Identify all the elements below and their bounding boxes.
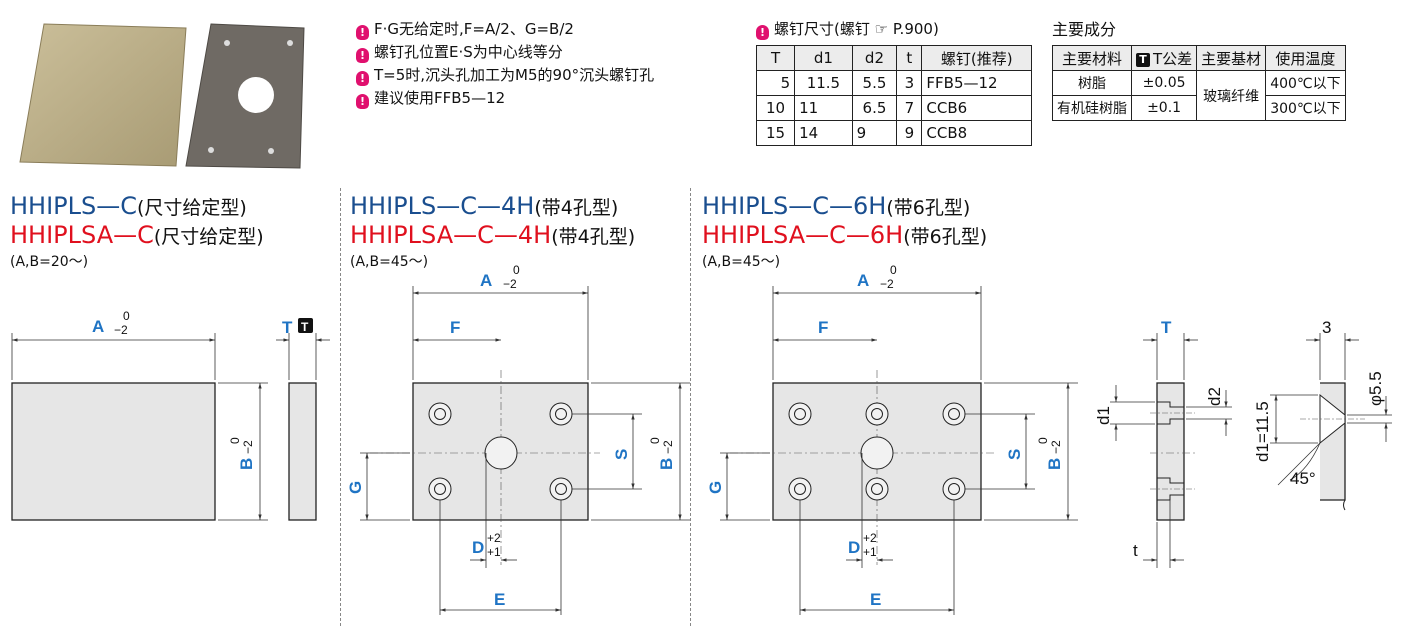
dim-a: A xyxy=(92,317,104,336)
svg-text:+1: +1 xyxy=(487,545,501,559)
hole xyxy=(549,402,573,426)
svg-text:−2: −2 xyxy=(661,440,675,454)
drawing-section-view: T d1 d2 t xyxy=(1094,318,1232,568)
drawing-4-hole-plate: A 0 −2 F S B 0 −2 G D +2 +1 E xyxy=(346,263,690,615)
series-3-title: HHIPLS—C—6H(带6孔型) HHIPLSA—C—6H(带6孔型) (A,… xyxy=(702,192,988,271)
svg-text:0: 0 xyxy=(228,437,242,444)
notes-list: !F·G无给定时,F=A/2、G=B/2 !螺钉孔位置E·S为中心线等分 !T=… xyxy=(356,18,654,110)
svg-text:3: 3 xyxy=(1322,318,1331,337)
svg-text:0: 0 xyxy=(890,263,897,277)
hole xyxy=(942,402,966,426)
svg-text:+1: +1 xyxy=(863,545,877,559)
hole xyxy=(428,477,452,501)
drawing-6-hole-plate: A 0 −2 F S B 0 −2 G D +2 +1 E xyxy=(706,263,1078,615)
svg-text:E: E xyxy=(870,590,881,609)
hole xyxy=(942,477,966,501)
hole xyxy=(428,402,452,426)
svg-text:45°: 45° xyxy=(1290,469,1316,488)
holed-plate-photo xyxy=(185,23,305,169)
note-item: !F·G无给定时,F=A/2、G=B/2 xyxy=(356,18,654,41)
svg-text:T: T xyxy=(301,320,309,334)
divider xyxy=(690,188,691,626)
divider xyxy=(340,188,341,626)
svg-text:B: B xyxy=(657,458,676,470)
dim-b: B xyxy=(237,458,256,470)
resin-plate-photo xyxy=(19,23,187,167)
product-photos xyxy=(19,23,305,169)
svg-text:D: D xyxy=(472,538,484,557)
table-row: 有机硅树脂±0.1 300℃以下 xyxy=(1052,95,1346,121)
svg-text:+2: +2 xyxy=(487,531,501,545)
svg-text:F: F xyxy=(818,318,828,337)
series-2-title: HHIPLS—C—4H(带4孔型) HHIPLSA—C—4H(带4孔型) (A,… xyxy=(350,192,636,271)
svg-text:φ5.5: φ5.5 xyxy=(1366,371,1385,406)
svg-text:A: A xyxy=(857,271,869,290)
hole xyxy=(865,402,889,426)
hole xyxy=(865,477,889,501)
svg-text:S: S xyxy=(1005,449,1024,460)
svg-text:B: B xyxy=(1045,458,1064,470)
svg-text:G: G xyxy=(346,481,365,494)
note-item: !建议使用FFB5—12 xyxy=(356,87,654,110)
note-item: !T=5时,沉头孔加工为M5的90°沉头螺钉孔 xyxy=(356,64,654,87)
t-badge-icon: T xyxy=(1136,52,1150,67)
hole xyxy=(549,477,573,501)
t-badge-icon xyxy=(298,318,313,333)
hole xyxy=(788,477,812,501)
svg-text:S: S xyxy=(612,449,631,460)
screw-table-title: 螺钉尺寸(螺钉 ☞ P.900) xyxy=(774,20,939,38)
svg-text:0: 0 xyxy=(513,263,520,277)
svg-text:F: F xyxy=(450,318,460,337)
drawing-plain-plate: A 0 −2 B 0 −2 T T xyxy=(11,309,330,521)
hole xyxy=(788,402,812,426)
center-hole xyxy=(484,436,518,470)
svg-text:−2: −2 xyxy=(503,277,517,291)
svg-text:0: 0 xyxy=(123,309,130,323)
svg-text:G: G xyxy=(706,481,725,494)
svg-text:d2: d2 xyxy=(1205,387,1224,406)
svg-text:0: 0 xyxy=(1036,437,1050,444)
svg-text:d1=11.5: d1=11.5 xyxy=(1253,401,1272,462)
svg-text:0: 0 xyxy=(648,437,662,444)
drawing-countersink-detail: 3 d1=11.5 φ5.5 45° xyxy=(1253,318,1392,511)
svg-text:T: T xyxy=(1161,318,1172,337)
svg-text:−2: −2 xyxy=(1049,440,1063,454)
series-1-title: HHIPLS—C(尺寸给定型) HHIPLSA—C(尺寸给定型) (A,B=20… xyxy=(10,192,264,271)
svg-text:−2: −2 xyxy=(114,323,128,337)
svg-text:−2: −2 xyxy=(880,277,894,291)
svg-text:d1: d1 xyxy=(1094,406,1113,425)
center-hole xyxy=(860,436,894,470)
svg-text:D: D xyxy=(848,538,860,557)
svg-text:−2: −2 xyxy=(241,440,255,454)
dim-t: T xyxy=(282,318,293,337)
material-table-title: 主要成分 xyxy=(1052,20,1117,39)
svg-text:t: t xyxy=(1133,541,1138,560)
svg-text:A: A xyxy=(480,271,492,290)
note-item: !螺钉孔位置E·S为中心线等分 xyxy=(356,41,654,64)
svg-text:+2: +2 xyxy=(863,531,877,545)
svg-text:E: E xyxy=(494,590,505,609)
